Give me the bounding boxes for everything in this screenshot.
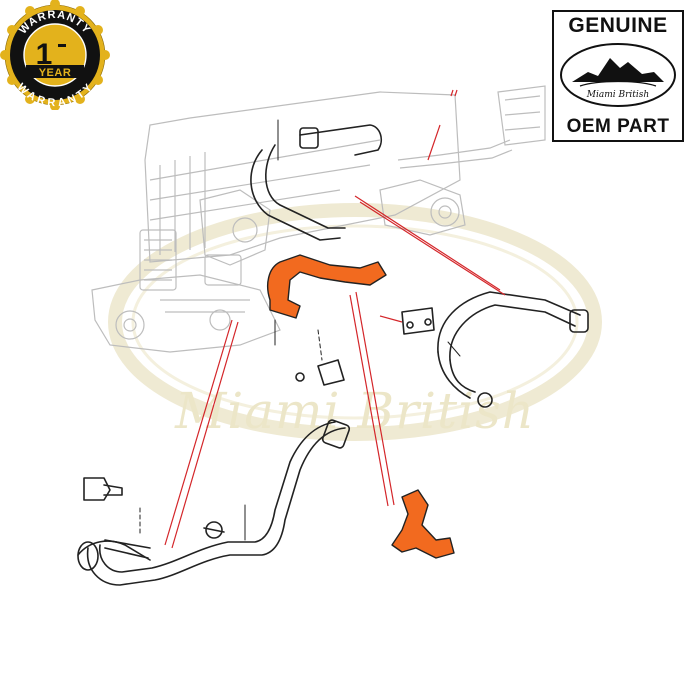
badge-brand-script: Miami British	[586, 90, 650, 100]
mountain-fish-logo-icon	[558, 42, 678, 108]
seal-unit: YEAR	[39, 67, 72, 79]
badge-oem-part-text: OEM PART	[566, 116, 670, 137]
badge-genuine-text: GENUINE	[568, 14, 668, 37]
warranty-seal: WARRANTY WARRANTY 1 YEAR	[0, 0, 110, 110]
genuine-oem-badge: GENUINE Miami British OEM PART	[552, 10, 684, 142]
seal-number: 1	[36, 38, 53, 71]
